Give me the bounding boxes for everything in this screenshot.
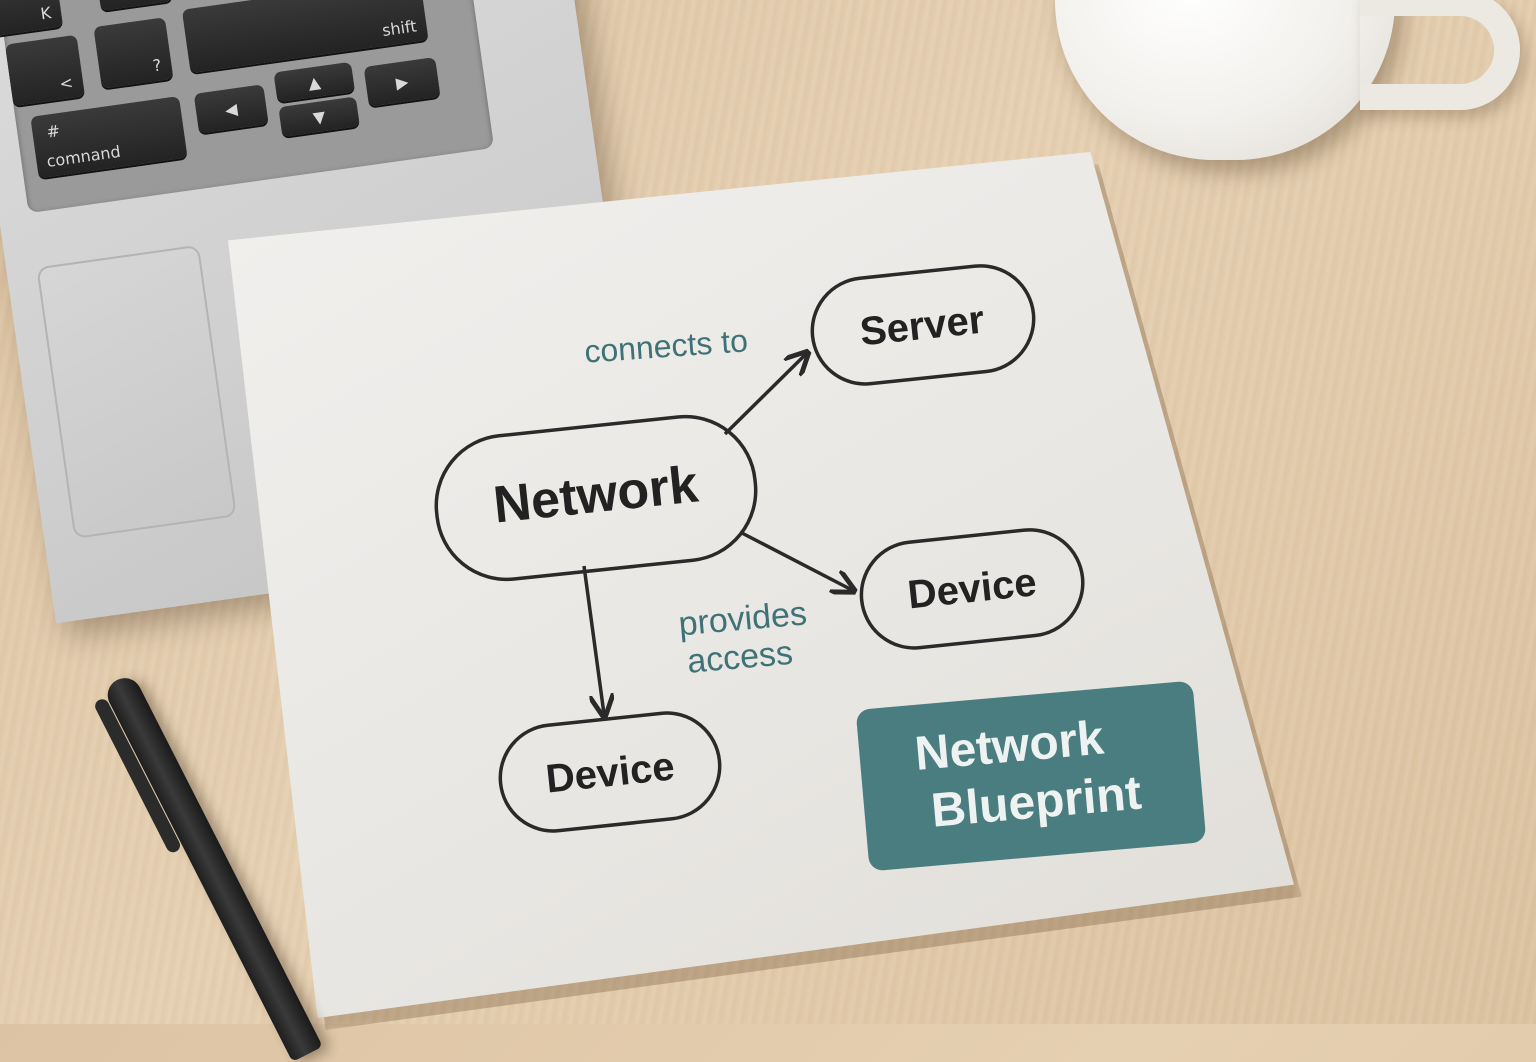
- node-device-right-label: Device: [906, 560, 1039, 617]
- node-device-bottom-label: Device: [544, 744, 677, 801]
- title-badge: Network Blueprint: [856, 681, 1206, 871]
- node-server-label: Server: [858, 298, 986, 355]
- network-diagram: Network Server Device Device connects to…: [434, 264, 1206, 871]
- edge-label-provides-access: provides access: [677, 594, 808, 681]
- node-network-label: Network: [491, 455, 701, 534]
- edge-label-connects-to-text: connects to: [583, 322, 749, 369]
- edge-label-provides-line2: access: [686, 634, 795, 681]
- node-network-shape: [434, 414, 758, 582]
- edge-network-device-right: [739, 530, 852, 590]
- edge-network-device-bottom: [582, 565, 604, 714]
- edge-network-server: [723, 354, 806, 436]
- node-network: Network: [434, 414, 758, 582]
- node-device-right: Device: [859, 528, 1085, 650]
- edge-label-connects-to: connects to: [583, 322, 749, 369]
- node-server: Server: [810, 264, 1036, 386]
- node-device-right-shape: [859, 528, 1085, 650]
- node-device-bottom-shape: [498, 711, 722, 833]
- node-device-bottom: Device: [498, 711, 722, 833]
- paper-sheet: [228, 152, 1294, 1018]
- node-server-shape: [810, 264, 1036, 386]
- title-badge-bg: [856, 681, 1206, 871]
